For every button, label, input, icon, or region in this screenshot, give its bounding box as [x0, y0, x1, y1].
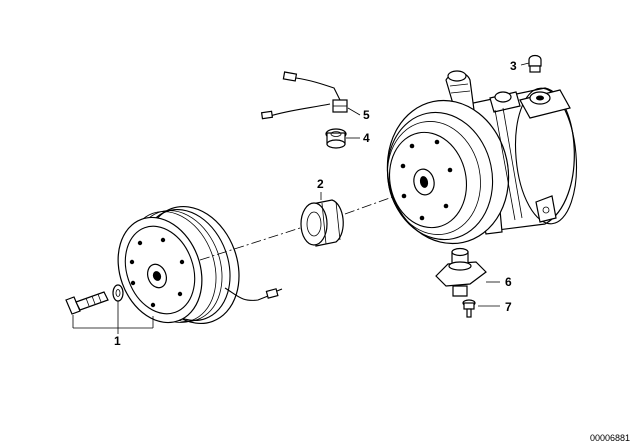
seal-part-4	[325, 128, 360, 149]
document-id: 00006881	[590, 433, 630, 443]
callout-3: 3	[510, 59, 517, 73]
mount-part-6	[435, 247, 500, 297]
bushing-part-2	[300, 192, 344, 247]
callout-6: 6	[505, 275, 512, 289]
leader-1	[72, 301, 154, 334]
callout-2: 2	[317, 177, 324, 191]
screw-part-7	[462, 299, 500, 318]
magnetic-clutch	[117, 205, 283, 325]
compressor	[386, 70, 578, 245]
callout-5: 5	[363, 108, 370, 122]
sensor-part-5	[260, 71, 361, 120]
callout-7: 7	[505, 300, 512, 314]
clutch-bolt	[65, 284, 124, 315]
valve-cap-part-3	[520, 54, 542, 73]
callout-1: 1	[114, 334, 121, 348]
callout-4: 4	[363, 131, 370, 145]
